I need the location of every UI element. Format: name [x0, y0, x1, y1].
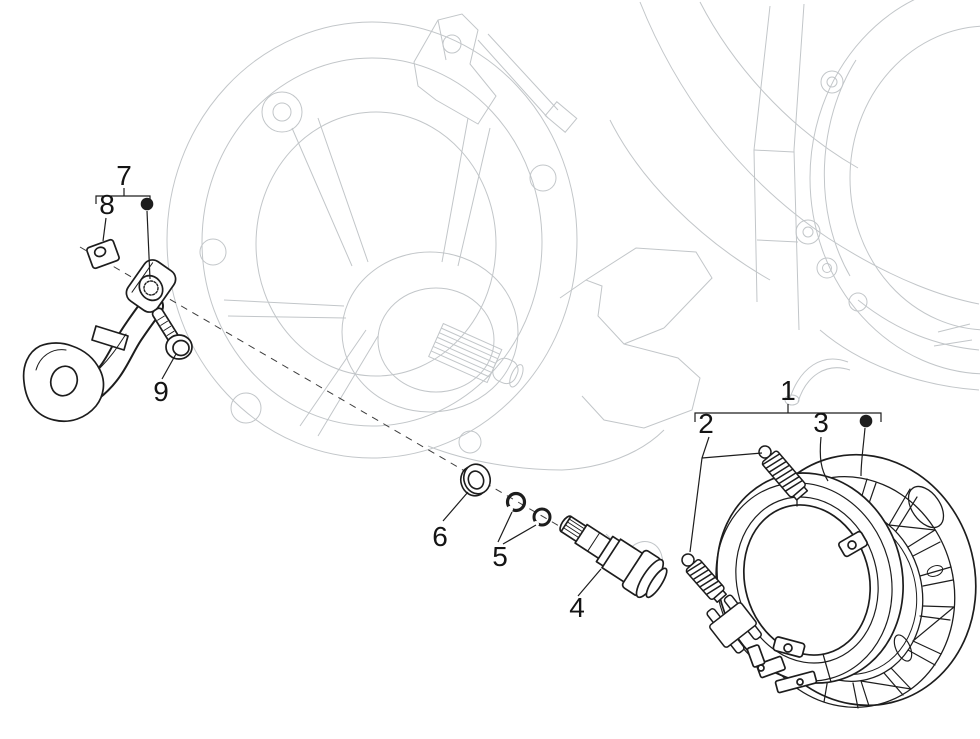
callout-dot-7	[140, 197, 154, 211]
callout-label-6[interactable]: 6	[432, 521, 448, 552]
callout-label-7[interactable]: 7	[116, 160, 132, 191]
brake-shoes	[715, 472, 904, 694]
engine-background	[166, 0, 980, 591]
shoe-anchor-hardware	[746, 644, 818, 694]
leader-line-4	[577, 568, 602, 597]
clamp-nut	[86, 238, 120, 270]
leader-line-2	[689, 436, 763, 553]
circlip-1	[501, 491, 527, 519]
splined-axle-icon	[428, 322, 524, 388]
drum-web-spokes	[823, 478, 955, 709]
leader-line-9	[161, 353, 177, 380]
callout-label-9[interactable]: 9	[153, 376, 169, 407]
spreader-bracket	[706, 594, 762, 654]
callout-label-1[interactable]: 1	[780, 375, 796, 406]
leader-line-8	[102, 217, 107, 242]
callout-label-2[interactable]: 2	[698, 408, 714, 439]
callout-label-5[interactable]: 5	[492, 541, 508, 572]
callout-bracket-1	[694, 404, 882, 422]
callout-label-4[interactable]: 4	[569, 592, 585, 623]
callout-label-8[interactable]: 8	[99, 189, 115, 220]
callout-bracket-7	[95, 188, 151, 204]
leader-line-7	[146, 210, 151, 280]
leader-line-3	[819, 436, 829, 482]
brake-lever	[22, 259, 177, 423]
leader-line-6	[442, 491, 469, 522]
callout-dot-1	[859, 414, 873, 428]
leader-line-1	[860, 427, 866, 477]
callout-label-3[interactable]: 3	[813, 407, 829, 438]
seal-washer	[459, 463, 492, 497]
leader-line-5	[497, 511, 537, 545]
spring-lower	[681, 553, 727, 603]
brake-camshaft	[559, 515, 668, 599]
lever-clamp-head	[125, 259, 177, 313]
pivot-bolt	[151, 307, 193, 360]
spring-upper	[758, 445, 809, 501]
